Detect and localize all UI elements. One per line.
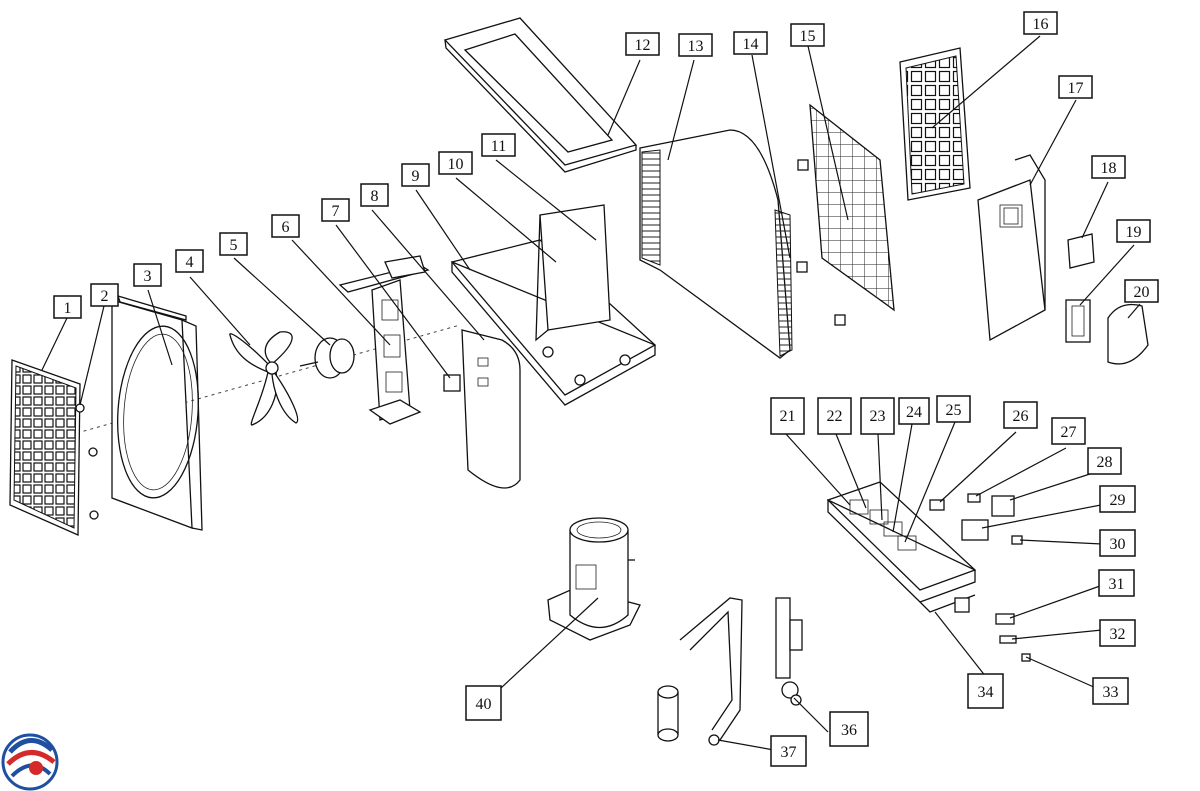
svg-text:21: 21: [780, 408, 796, 425]
callout-29: 29: [1099, 485, 1136, 513]
piping-assembly: [657, 597, 743, 746]
callout-15: 15: [790, 23, 825, 47]
svg-text:25: 25: [946, 402, 962, 419]
svg-text:30: 30: [1110, 536, 1126, 553]
svg-text:18: 18: [1101, 160, 1117, 177]
condenser-coil: [639, 129, 793, 359]
svg-text:9: 9: [412, 168, 420, 185]
svg-text:1: 1: [64, 300, 72, 317]
svg-text:17: 17: [1068, 80, 1084, 97]
callout-5: 5: [219, 232, 248, 256]
callout-34: 34: [967, 673, 1004, 709]
svg-text:11: 11: [491, 138, 506, 155]
svg-text:28: 28: [1097, 454, 1113, 471]
swirl-logo-icon: [1, 733, 59, 791]
callout-14: 14: [733, 31, 768, 55]
front-grille: [9, 359, 81, 536]
callout-30: 30: [1099, 529, 1136, 557]
callout-22: 22: [817, 397, 852, 435]
callout-2: 2: [90, 283, 119, 307]
svg-text:3: 3: [144, 268, 152, 285]
callout-33: 33: [1092, 677, 1129, 705]
fan-blade: [229, 331, 299, 426]
svg-text:34: 34: [978, 684, 994, 701]
svg-text:12: 12: [635, 37, 651, 54]
callout-23: 23: [860, 397, 895, 435]
terminal-cover: [1065, 299, 1091, 343]
callout-26: 26: [1003, 401, 1038, 429]
svg-text:7: 7: [332, 203, 340, 220]
svg-text:5: 5: [230, 237, 238, 254]
callout-27: 27: [1051, 417, 1086, 445]
svg-text:16: 16: [1033, 16, 1049, 33]
svg-text:32: 32: [1110, 626, 1126, 643]
svg-text:29: 29: [1110, 492, 1126, 509]
callout-1: 1: [53, 295, 82, 319]
callout-7: 7: [321, 198, 350, 222]
callout-11: 11: [481, 133, 516, 157]
right-side-panel: [977, 154, 1046, 342]
svg-text:40: 40: [476, 696, 492, 713]
svg-text:15: 15: [800, 28, 816, 45]
svg-text:24: 24: [906, 404, 922, 421]
callout-31: 31: [1098, 569, 1135, 597]
callout-3: 3: [133, 263, 162, 287]
side-panel: [461, 329, 521, 489]
callout-16: 16: [1023, 11, 1058, 35]
front-panel: [111, 295, 203, 531]
callout-25: 25: [936, 395, 971, 423]
callout-13: 13: [678, 33, 713, 57]
crossbar: [338, 255, 461, 392]
callout-37: 37: [770, 735, 807, 767]
svg-text:20: 20: [1134, 284, 1150, 301]
svg-text:19: 19: [1126, 224, 1142, 241]
callout-24: 24: [898, 397, 930, 425]
callout-19: 19: [1116, 219, 1151, 243]
svg-text:4: 4: [186, 254, 194, 271]
callout-40: 40: [465, 685, 502, 721]
svg-text:14: 14: [743, 36, 759, 53]
callout-12: 12: [625, 32, 660, 56]
svg-text:27: 27: [1061, 424, 1077, 441]
callout-18: 18: [1091, 155, 1126, 179]
svg-text:2: 2: [101, 288, 109, 305]
valve-cover: [1107, 303, 1149, 365]
svg-text:36: 36: [841, 722, 857, 739]
spacer-block: [796, 261, 808, 273]
svg-text:33: 33: [1103, 684, 1119, 701]
svg-text:31: 31: [1109, 576, 1125, 593]
callout-8: 8: [360, 183, 389, 207]
svg-text:23: 23: [870, 408, 886, 425]
svg-text:13: 13: [688, 38, 704, 55]
top-cover: [443, 17, 638, 173]
valve-assembly: [775, 597, 803, 706]
svg-text:6: 6: [282, 219, 290, 236]
rear-guard: [797, 103, 895, 326]
callout-17: 17: [1058, 75, 1093, 99]
motor-bracket: [368, 279, 422, 425]
handle: [1067, 233, 1095, 269]
callout-10: 10: [438, 151, 473, 175]
callout-32: 32: [1099, 619, 1136, 647]
fan-motor: [299, 337, 355, 379]
svg-text:37: 37: [781, 744, 797, 761]
svg-text:26: 26: [1013, 408, 1029, 425]
leader-lines: [41, 35, 1141, 751]
callout-28: 28: [1087, 447, 1122, 475]
compressor: [547, 517, 641, 641]
svg-text:10: 10: [448, 156, 464, 173]
callout-6: 6: [271, 214, 300, 238]
callout-21: 21: [770, 397, 805, 435]
callout-4: 4: [175, 249, 204, 273]
callout-20: 20: [1124, 279, 1159, 303]
rear-grille: [899, 47, 971, 201]
callout-36: 36: [829, 711, 869, 747]
electric-box: [826, 481, 977, 613]
partition-plate: [535, 204, 611, 342]
callout-9: 9: [401, 163, 430, 187]
small-components: [929, 493, 1023, 545]
svg-text:8: 8: [371, 188, 379, 205]
svg-text:22: 22: [827, 408, 843, 425]
